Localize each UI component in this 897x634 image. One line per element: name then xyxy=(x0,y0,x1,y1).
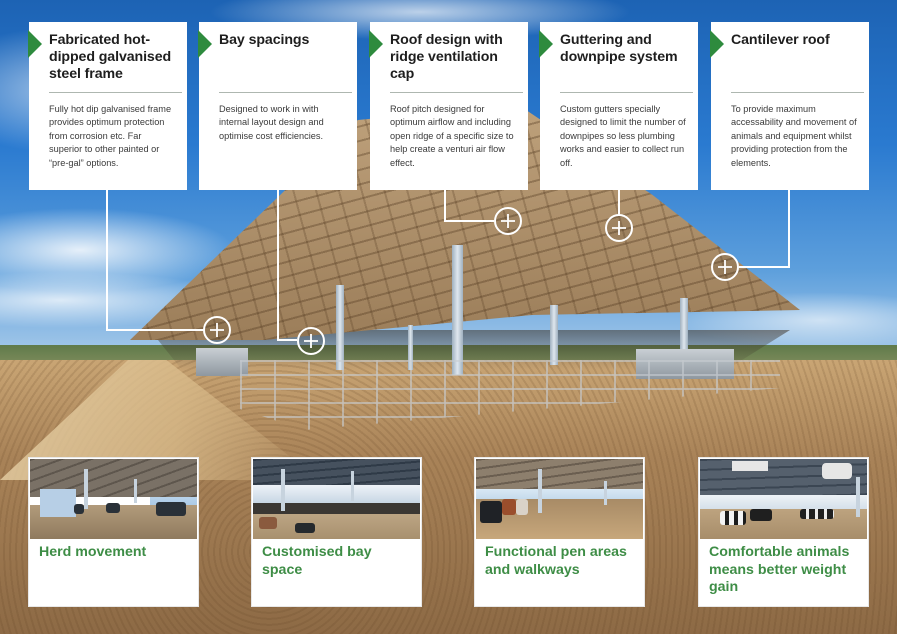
benefit-title: Customised bay space xyxy=(262,544,372,578)
plus-icon xyxy=(612,221,626,235)
steel-column xyxy=(408,325,413,370)
steel-column xyxy=(550,305,558,365)
green-triangle-icon xyxy=(28,30,42,58)
hotspot-bay-spacings[interactable] xyxy=(297,327,325,355)
dairy-cows-fans-photo xyxy=(700,459,867,539)
connector-line xyxy=(444,220,494,222)
steel-column xyxy=(680,298,688,366)
feature-title: Guttering and downpipe system xyxy=(560,32,678,65)
divider xyxy=(49,92,182,93)
green-triangle-icon xyxy=(198,30,212,58)
hotspot-roof-ridge[interactable] xyxy=(494,207,522,235)
steel-column xyxy=(336,285,344,370)
plus-icon xyxy=(501,214,515,228)
feature-description: Fully hot dip galvanised frame provides … xyxy=(49,104,172,168)
plus-icon xyxy=(210,323,224,337)
cattle-under-shed-photo xyxy=(30,459,197,539)
connector-line xyxy=(277,339,297,341)
plus-icon xyxy=(304,334,318,348)
benefit-card-comfortable-animals: Comfortable animals means better weight … xyxy=(698,457,869,607)
connector-line xyxy=(618,190,620,215)
divider xyxy=(219,92,352,93)
plus-icon xyxy=(718,260,732,274)
benefit-card-customised-bay: Customised bay space xyxy=(251,457,422,607)
connector-line xyxy=(788,190,790,268)
feature-title: Fabricated hot-dipped galvanised steel f… xyxy=(49,32,172,82)
benefit-title: Herd movement xyxy=(39,544,147,560)
feature-card-cantilever-roof: Cantilever roof To provide maximum acces… xyxy=(710,22,869,190)
connector-line xyxy=(106,190,108,331)
connector-line xyxy=(106,329,204,331)
hotspot-steel-frame[interactable] xyxy=(203,316,231,344)
connector-line xyxy=(739,266,790,268)
divider xyxy=(560,92,693,93)
feed-trough xyxy=(196,348,248,376)
feature-title: Bay spacings xyxy=(219,32,310,48)
green-triangle-icon xyxy=(539,30,553,58)
connector-line xyxy=(277,190,279,341)
feature-description: Custom gutters specially designed to lim… xyxy=(560,104,686,168)
hotspot-guttering[interactable] xyxy=(605,214,633,242)
pen-walkway-photo xyxy=(476,459,643,539)
cattle-bays-photo xyxy=(253,459,420,539)
feature-description: Designed to work in with internal layout… xyxy=(219,104,324,141)
connector-line xyxy=(444,190,446,222)
green-triangle-icon xyxy=(710,30,724,58)
benefit-card-pen-areas: Functional pen areas and walkways xyxy=(474,457,645,607)
divider xyxy=(390,92,523,93)
feature-card-guttering: Guttering and downpipe system Custom gut… xyxy=(539,22,698,190)
feature-title: Cantilever roof xyxy=(731,32,830,48)
feature-card-steel-frame: Fabricated hot-dipped galvanised steel f… xyxy=(28,22,187,190)
green-triangle-icon xyxy=(369,30,383,58)
benefit-title: Functional pen areas and walkways xyxy=(485,544,627,578)
feature-card-bay-spacings: Bay spacings Designed to work in with in… xyxy=(198,22,357,190)
feature-card-roof-design: Roof design with ridge ventilation cap R… xyxy=(369,22,528,190)
steel-column xyxy=(452,245,463,375)
feature-description: To provide maximum accessability and mov… xyxy=(731,104,857,168)
feature-description: Roof pitch designed for optimum airflow … xyxy=(390,104,514,168)
feature-title: Roof design with ridge ventilation cap xyxy=(390,32,503,82)
divider xyxy=(731,92,864,93)
benefit-title: Comfortable animals means better weight … xyxy=(709,544,850,595)
benefit-card-herd-movement: Herd movement xyxy=(28,457,199,607)
hotspot-cantilever-roof[interactable] xyxy=(711,253,739,281)
